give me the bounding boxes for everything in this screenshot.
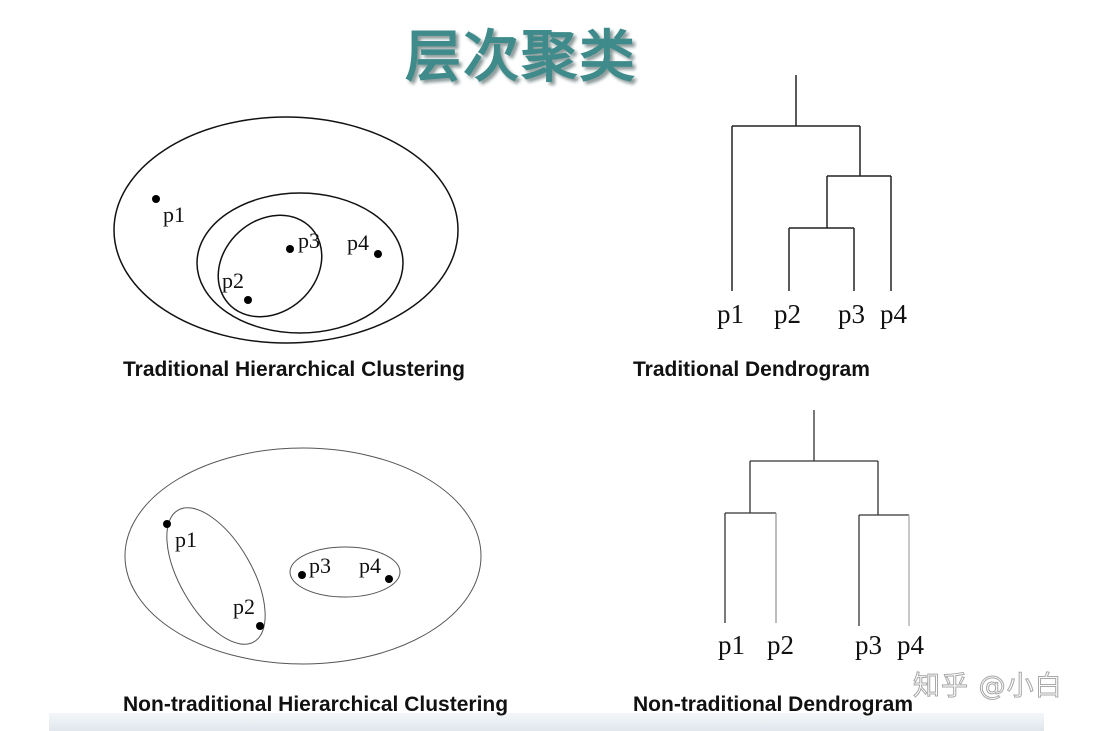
point-label-p3: p3 [298,228,320,253]
leaf-label-p3: p3 [855,630,882,660]
point-label-p4: p4 [347,230,369,255]
caption-nontraditional-clustering: Non-traditional Hierarchical Clustering [123,693,508,716]
nontraditional-clustering-points [163,520,393,630]
point-p4 [385,575,393,583]
leaf-label-p1: p1 [718,630,745,660]
traditional-clustering-points [152,195,382,304]
footer-bar [49,713,1044,731]
point-label-p1: p1 [163,202,185,227]
cluster-p1-p4-outer [113,116,459,344]
point-p4 [374,250,382,258]
cluster-p1-p2 [166,507,266,645]
leaf-label-p1: p1 [717,299,744,329]
traditional-clustering-panel [113,116,459,344]
leaf-label-p3: p3 [838,299,865,329]
leaf-label-p2: p2 [774,299,801,329]
cluster-p3-p4 [289,546,401,598]
point-label-p2: p2 [233,594,255,619]
cluster-all-outer [124,447,482,665]
point-p3 [298,571,306,579]
point-label-p2: p2 [222,268,244,293]
nontraditional-dendrogram [724,410,910,626]
point-p3 [286,245,294,253]
leaf-label-p4: p4 [897,630,925,660]
caption-traditional-clustering: Traditional Hierarchical Clustering [123,358,465,381]
watermark: 知乎 @小白 [913,671,1063,703]
traditional-dendrogram [731,75,892,291]
point-label-p1: p1 [175,527,197,552]
cluster-p2-p4 [196,192,404,334]
point-p1 [163,520,171,528]
point-label-p3: p3 [309,553,331,578]
caption-nontraditional-dendrogram: Non-traditional Dendrogram [633,693,913,716]
point-p2 [256,622,264,630]
slide-title: 层次聚类 [405,25,637,90]
point-p2 [244,296,252,304]
caption-traditional-dendrogram: Traditional Dendrogram [633,358,870,381]
cluster-p2-p3 [217,214,323,318]
leaf-label-p2: p2 [767,630,794,660]
point-label-p4: p4 [359,553,381,578]
leaf-label-p4: p4 [880,299,908,329]
point-p1 [152,195,160,203]
nontraditional-clustering-panel [124,447,482,665]
